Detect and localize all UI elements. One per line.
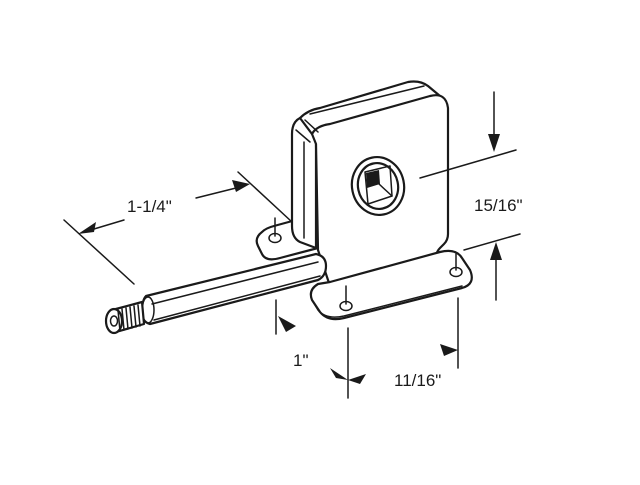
- square-drive-hole: [350, 156, 406, 216]
- label-shaft-offset: 1": [293, 351, 309, 370]
- dimension-base-depth: [440, 297, 459, 369]
- label-height: 15/16": [474, 196, 523, 215]
- bracket-body: [290, 80, 450, 288]
- label-base-depth: 11/16": [394, 371, 442, 390]
- dimension-shaft-offset: [275, 299, 366, 399]
- base-plate: [309, 249, 473, 321]
- dimension-height: [419, 91, 521, 301]
- dimension-shaft-length: [63, 171, 293, 285]
- shaft: [104, 252, 328, 335]
- label-shaft-length: 1-1/4": [127, 197, 172, 216]
